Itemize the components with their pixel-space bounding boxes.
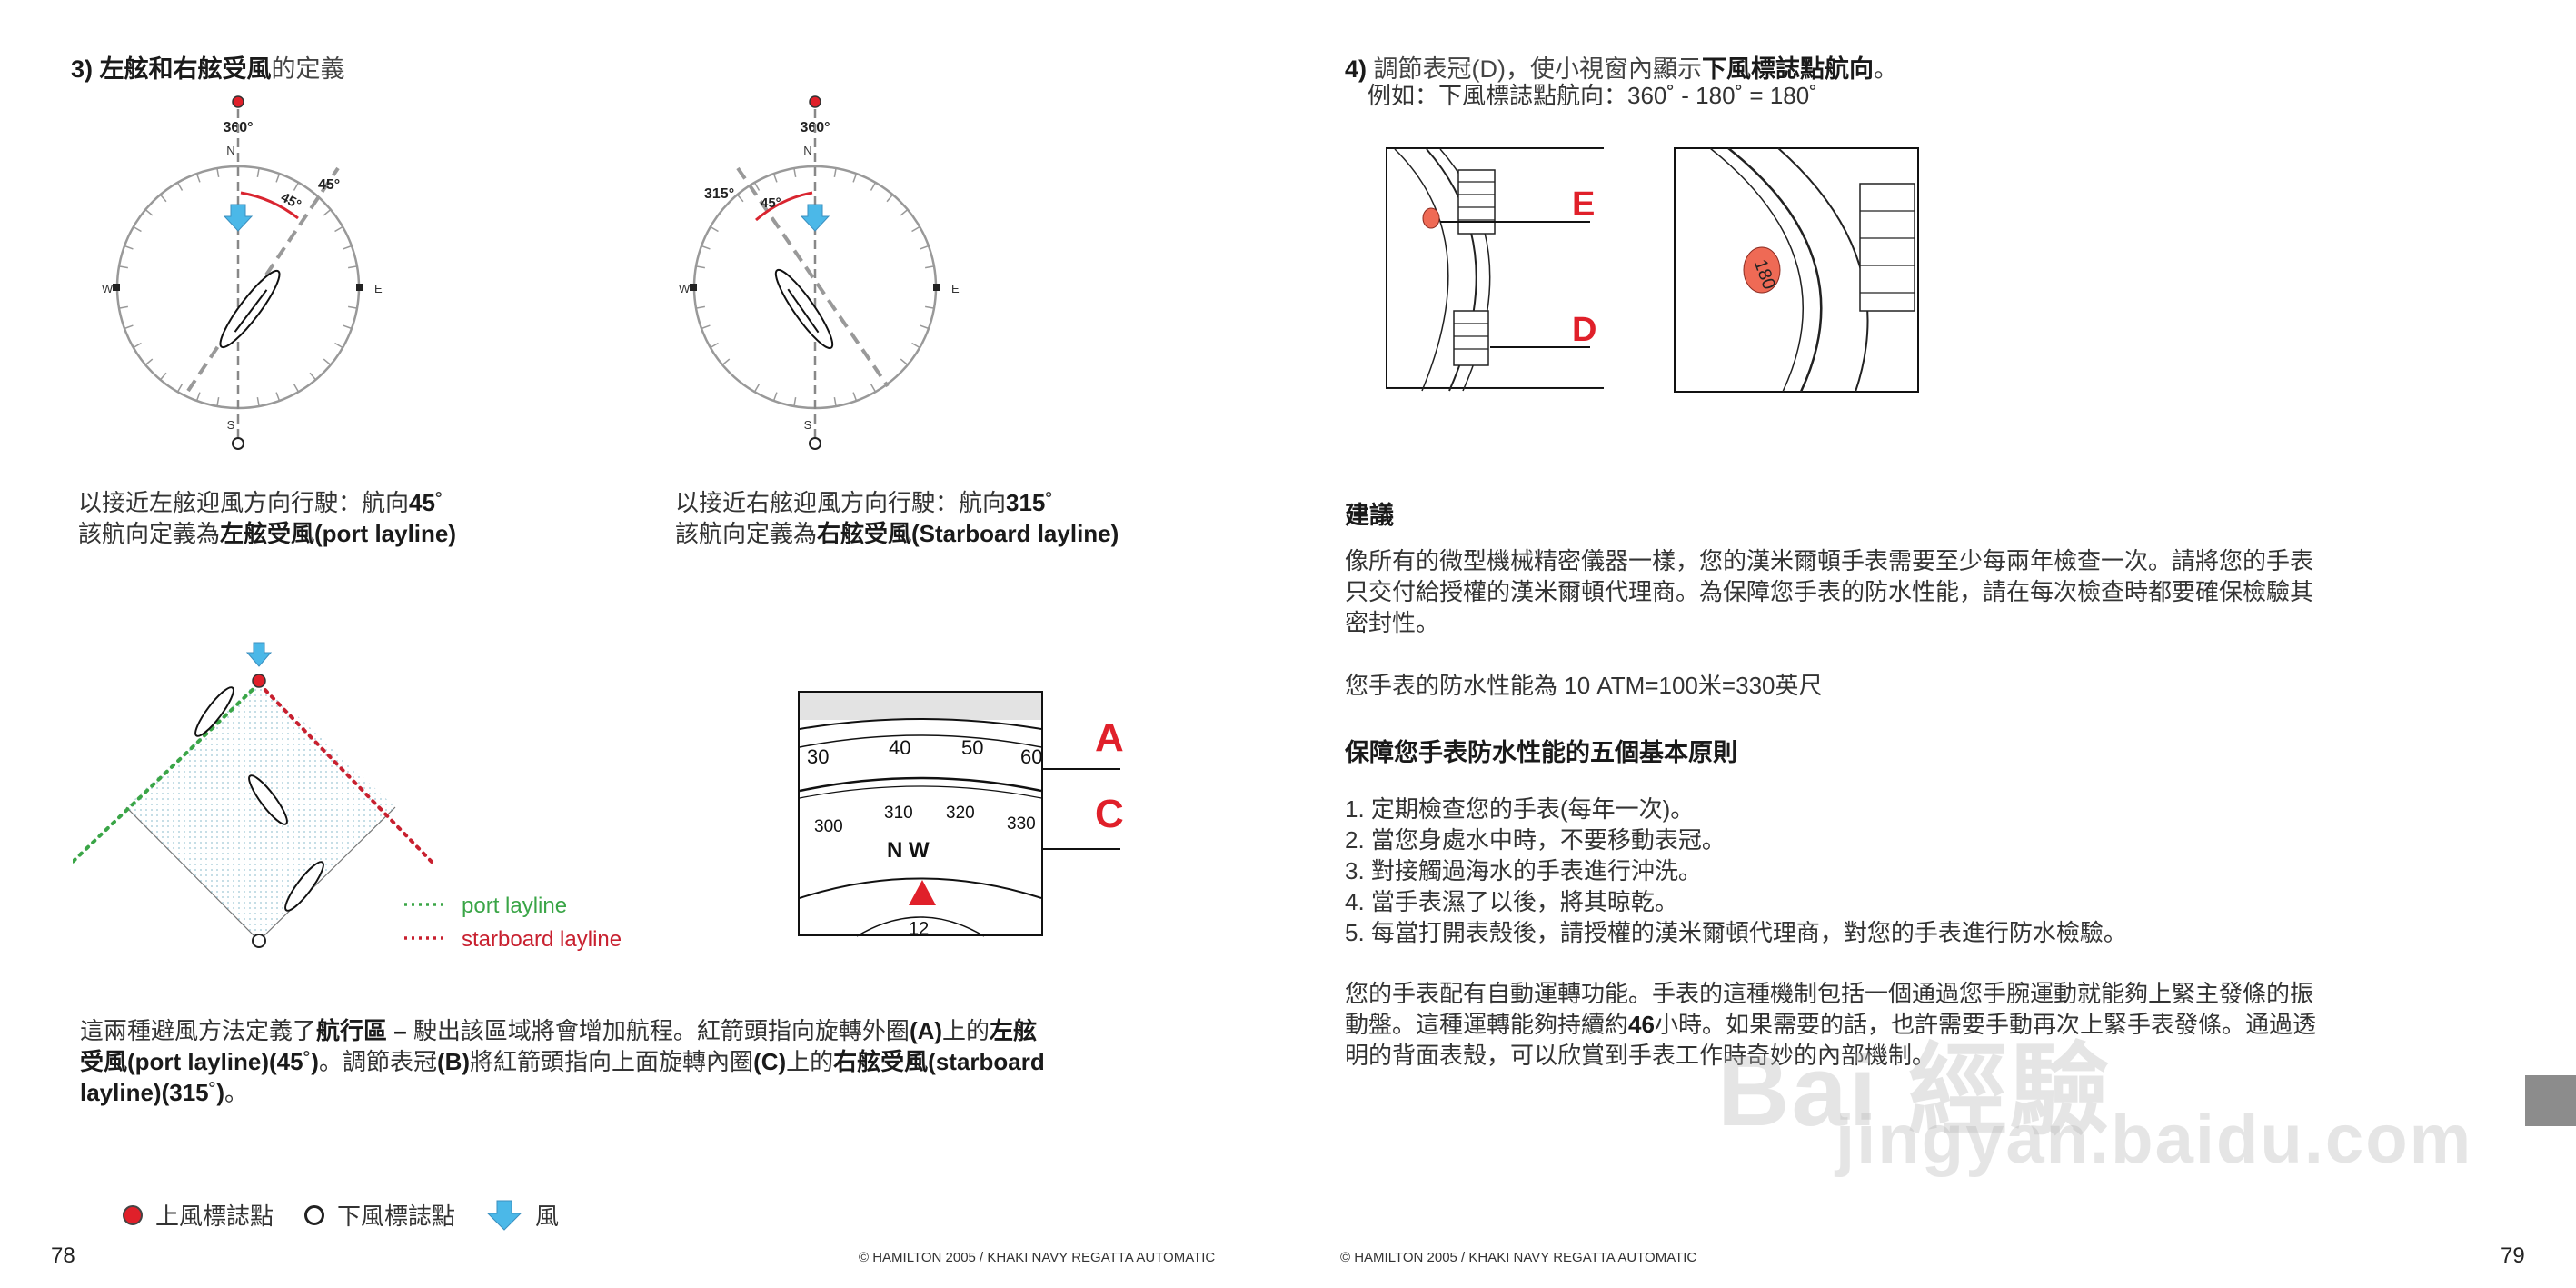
south-label: S: [804, 418, 812, 432]
symbol-legend: 上風標誌點 下風標誌點 風: [123, 1198, 559, 1232]
boat-icon: [194, 686, 234, 737]
list-item: 5. 每當打開表殼後，請授權的漢米爾頓代理商，對您的手表進行防水檢驗。: [1345, 919, 2127, 946]
advice-paragraph: 像所有的微型機械精密儀器一樣，您的漢米爾頓手表需要至少每兩年檢查一次。請將您的手…: [1345, 547, 2314, 636]
window-indicator-icon: [1743, 246, 1781, 294]
svg-text:310: 310: [884, 804, 913, 823]
compass-starboard-diagram: 360° N S W E 45°: [679, 95, 960, 450]
svg-text:330: 330: [1007, 814, 1036, 834]
svg-text:12: 12: [909, 919, 929, 939]
principles-list: 1. 定期檢查您的手表(每年一次)。 2. 當您身處水中時，不要移動表冠。 3.…: [1345, 794, 2127, 948]
downwind-mark-icon: [252, 934, 266, 948]
svg-text:60: 60: [1020, 745, 1042, 768]
label-d: D: [1572, 311, 1596, 349]
bezel-diagram: 30 40 50 60 300 310 320 330 N W 12 A C: [798, 691, 1124, 939]
window-zoom-diagram: 180: [1674, 147, 1919, 393]
footer-left: © HAMILTON 2005 / KHAKI NAVY REGATTA AUT…: [859, 1250, 1216, 1265]
list-item: 1. 定期檢查您的手表(每年一次)。: [1345, 795, 1695, 823]
section-4-title: 4) 調節表冠(D)，使小視窗內顯示下風標誌點航向。: [1345, 55, 1898, 83]
angle-45-label: 45°: [278, 190, 303, 214]
section-3-title: 3) 左舷和右舷受風的定義: [71, 55, 345, 83]
navigation-zone-paragraph: 這兩種避風方法定義了航行區 – 駛出該區域將會增加航程。紅箭頭指向旋轉外圈(A)…: [80, 1017, 1045, 1106]
watermark-url: jingyan.baidu.com: [1835, 1101, 2473, 1178]
crown-diagram: E D: [1386, 147, 1604, 392]
legend-starboard-layline: starboard layline: [462, 927, 622, 952]
red-arrow-icon: [909, 880, 936, 905]
caption-port: 以接近左舷迎風方向行駛：航向45˚ 該航向定義為左舷受風(port laylin…: [78, 489, 457, 547]
south-label: S: [227, 418, 235, 432]
upwind-mark-icon: [123, 1204, 143, 1225]
svg-text:320: 320: [946, 804, 975, 823]
upwind-mark-icon: [232, 95, 244, 108]
north-label: N: [803, 144, 811, 157]
upwind-mark-icon: [809, 95, 821, 108]
boat-icon: [219, 269, 281, 349]
wind-arrow-icon: [245, 642, 273, 667]
boat-icon: [284, 861, 324, 912]
automatic-paragraph: 您的手表配有自動運轉功能。手表的這種機制包括一個通過您手腕運動就能夠上緊主發條的…: [1345, 980, 2316, 1069]
svg-text:300: 300: [814, 817, 843, 836]
principles-heading: 保障您手表防水性能的五個基本原則: [1345, 739, 1737, 766]
angle-45-label: 45°: [761, 195, 781, 211]
west-label: W: [679, 282, 691, 295]
wind-arrow-icon: [800, 204, 830, 232]
svg-text:40: 40: [889, 736, 910, 759]
label-a: A: [1095, 715, 1124, 760]
upwind-mark-icon: [252, 674, 266, 688]
list-item: 2. 當您身處水中時，不要移動表冠。: [1345, 826, 1726, 854]
list-item: 4. 當手表濕了以後，將其晾乾。: [1345, 888, 1678, 915]
east-label: E: [374, 282, 383, 295]
section-tab-marker: [2525, 1075, 2576, 1126]
advice-heading: 建議: [1345, 502, 1394, 529]
label-c: C: [1095, 792, 1124, 836]
heading-45-label: 45°: [318, 177, 340, 193]
east-label: E: [951, 282, 960, 295]
boat-icon: [774, 268, 834, 350]
layline-diagram: port layline starboard layline: [73, 642, 622, 952]
caption-starboard: 以接近右舷迎風方向行駛：航向315˚ 該航向定義為右舷受風(Starboard …: [675, 489, 1119, 547]
compass-port-diagram: 360° N S W E: [102, 95, 383, 450]
page-number-left: 78: [51, 1243, 75, 1268]
wind-arrow-icon: [486, 1200, 522, 1231]
section-4-example: 例如：下風標誌點航向：360˚ - 180˚ = 180˚: [1368, 82, 1817, 109]
wind-arrow-icon: [223, 204, 254, 232]
water-resistance-line: 您手表的防水性能為 10 ATM=100米=330英尺: [1345, 672, 1823, 699]
label-e: E: [1572, 185, 1595, 224]
direction-nw-label: N W: [887, 838, 930, 863]
heading-315-label: 315°: [704, 186, 734, 202]
list-item: 3. 對接觸過海水的手表進行沖洗。: [1345, 857, 1702, 884]
downwind-mark-icon: [304, 1204, 325, 1225]
page-number-right: 79: [2501, 1243, 2525, 1268]
window-indicator-icon: [1422, 207, 1440, 229]
west-label: W: [102, 282, 114, 295]
svg-text:50: 50: [961, 736, 983, 759]
north-label: N: [226, 144, 234, 157]
footer-right: © HAMILTON 2005 / KHAKI NAVY REGATTA AUT…: [1340, 1250, 1697, 1265]
watermark-logo: Bai 經驗: [1717, 1035, 2112, 1147]
boat-icon: [248, 774, 288, 825]
svg-text:30: 30: [807, 745, 829, 768]
legend-port-layline: port layline: [462, 894, 567, 918]
